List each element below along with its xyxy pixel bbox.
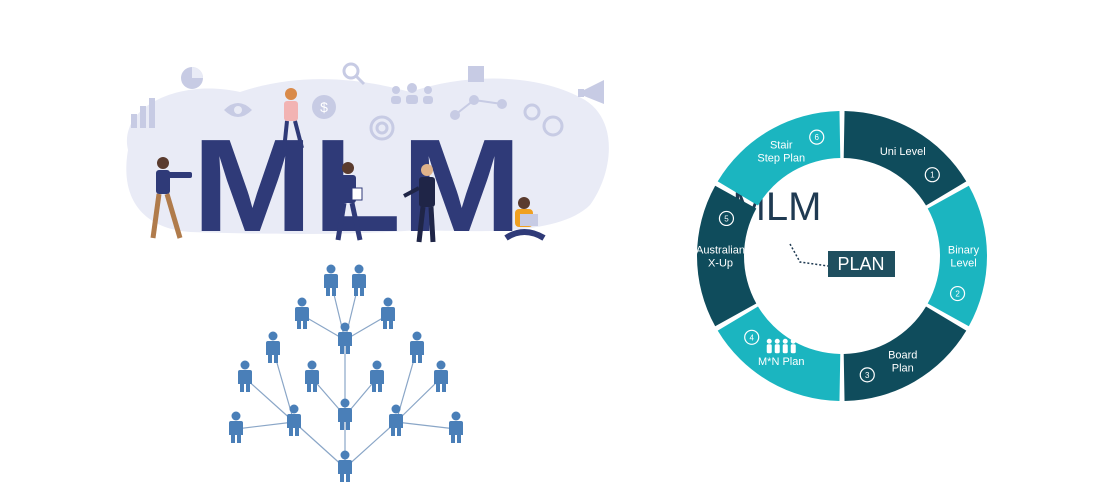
person-icon — [370, 360, 384, 392]
person-icon — [338, 322, 352, 354]
segment-number-badge — [718, 210, 735, 227]
segment-number: 3 — [865, 371, 870, 380]
tree-connector — [301, 314, 346, 341]
person-icon — [287, 404, 301, 436]
megaphone-icon — [578, 80, 604, 104]
segment-number: 5 — [724, 214, 729, 223]
businessman-handshake — [403, 164, 436, 243]
person-icon — [434, 360, 448, 392]
person-icon — [389, 404, 403, 436]
eye-icon — [224, 103, 252, 117]
segment-number-badge — [924, 167, 940, 183]
person-icon — [295, 297, 309, 329]
person-sitting-on-letter — [282, 88, 304, 151]
wheel-segment-shape — [717, 306, 841, 401]
wheel-segment-label: M*N Plan — [758, 356, 804, 368]
svg-text:$: $ — [320, 99, 328, 115]
segment-number-badge — [949, 285, 966, 302]
person-with-telescope — [150, 157, 192, 239]
dollar-coin-icon: $ — [312, 95, 336, 119]
segment-number: 1 — [930, 171, 935, 180]
person-icon — [324, 264, 338, 296]
tree-connector — [344, 421, 397, 469]
square-icon — [468, 66, 484, 82]
person-icon — [449, 411, 463, 443]
segment-number-badge — [859, 367, 875, 383]
person-icon — [238, 360, 252, 392]
person-icon — [338, 398, 352, 430]
segment-number: 4 — [749, 333, 754, 342]
banner-background-blob — [126, 78, 609, 235]
person-icon — [381, 297, 395, 329]
segment-number: 6 — [815, 133, 820, 142]
wheel-segment: Uni Level 1 — [843, 111, 967, 206]
person-icon — [305, 360, 319, 392]
businessman-with-papers — [335, 162, 363, 241]
tree-connector — [235, 421, 295, 430]
wheel-segment-label: Uni Level — [880, 146, 926, 158]
segment-number-badge — [809, 129, 825, 145]
plan-badge — [828, 251, 895, 277]
bar-chart-icon — [131, 98, 155, 128]
pie-chart-icon — [181, 67, 203, 89]
plan-connector-dots — [789, 243, 829, 267]
person-icon — [352, 264, 366, 296]
person-icon — [338, 450, 352, 482]
person-icon — [266, 331, 280, 363]
people-group-icon — [766, 338, 796, 354]
tree-connector-lines — [235, 281, 457, 469]
tree-people — [229, 264, 463, 482]
tree-connector — [344, 314, 389, 341]
plan-badge-label: PLAN — [837, 254, 884, 274]
tree-connector — [293, 421, 346, 469]
wheel-segment-shape — [927, 185, 988, 327]
mlm-banner: $ MLM — [126, 62, 609, 259]
network-tree — [229, 264, 463, 482]
person-icon — [229, 411, 243, 443]
segment-number: 2 — [955, 290, 960, 299]
segment-number-badge — [744, 329, 760, 345]
users-icon — [391, 83, 433, 104]
tree-connector — [395, 421, 457, 430]
network-graph-icon — [450, 95, 507, 120]
wheel-segment: M*N Plan 4 — [717, 306, 841, 401]
person-icon — [410, 331, 424, 363]
tree-connector — [395, 377, 442, 423]
wheel-segment-shape — [843, 111, 967, 206]
tree-connector — [244, 377, 295, 423]
person-with-laptop — [504, 197, 546, 241]
gears-icon — [523, 103, 564, 137]
target-icon — [369, 115, 395, 141]
search-icon — [342, 62, 366, 86]
wheel-segment-shape — [697, 185, 757, 327]
